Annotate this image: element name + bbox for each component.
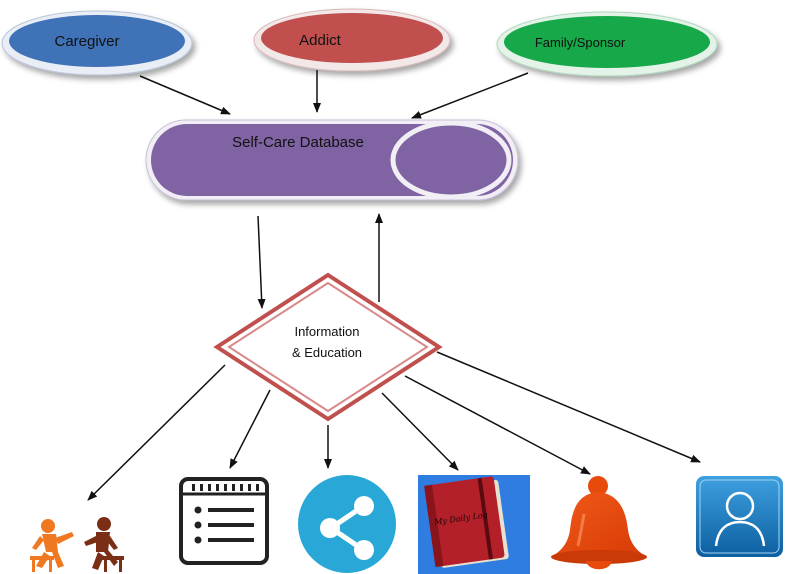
family-sponsor-label: Family/Sponsor — [535, 35, 626, 50]
arrow-hub-to-log — [381, 392, 459, 471]
database-label: Self-Care Database — [232, 134, 364, 151]
family-sponsor-ellipse — [504, 16, 710, 68]
addict-node — [253, 8, 451, 72]
alarm-bell-icon — [551, 476, 647, 570]
daily-log-book-icon: My Daily Log — [418, 475, 530, 574]
counseling-people-icon — [30, 517, 124, 572]
caregiver-label: Caregiver — [54, 33, 119, 50]
arrow-hub-to-checklist — [229, 389, 271, 469]
information-education-hub — [213, 272, 443, 422]
arrow-caregiver-to-database — [139, 75, 231, 115]
contact-profile-icon — [696, 476, 783, 557]
arrow-hub-to-counseling — [87, 364, 226, 501]
self-care-database-node — [145, 119, 519, 201]
addict-ellipse — [261, 13, 443, 63]
hub-label-line2: & Education — [292, 345, 362, 360]
arrow-hub-to-bell — [404, 375, 591, 475]
caregiver-ellipse — [9, 15, 185, 67]
arrow-family-to-database — [411, 72, 529, 119]
arrow-database-to-hub — [257, 215, 266, 309]
caregiver-node — [1, 10, 193, 76]
addict-label: Addict — [299, 32, 342, 49]
database-end-cap — [390, 120, 512, 200]
checklist-icon — [179, 477, 269, 565]
share-icon — [298, 475, 396, 573]
arrow-hub-to-contact — [436, 351, 701, 463]
hub-label-line1: Information — [294, 324, 359, 339]
family-sponsor-node — [496, 11, 718, 77]
